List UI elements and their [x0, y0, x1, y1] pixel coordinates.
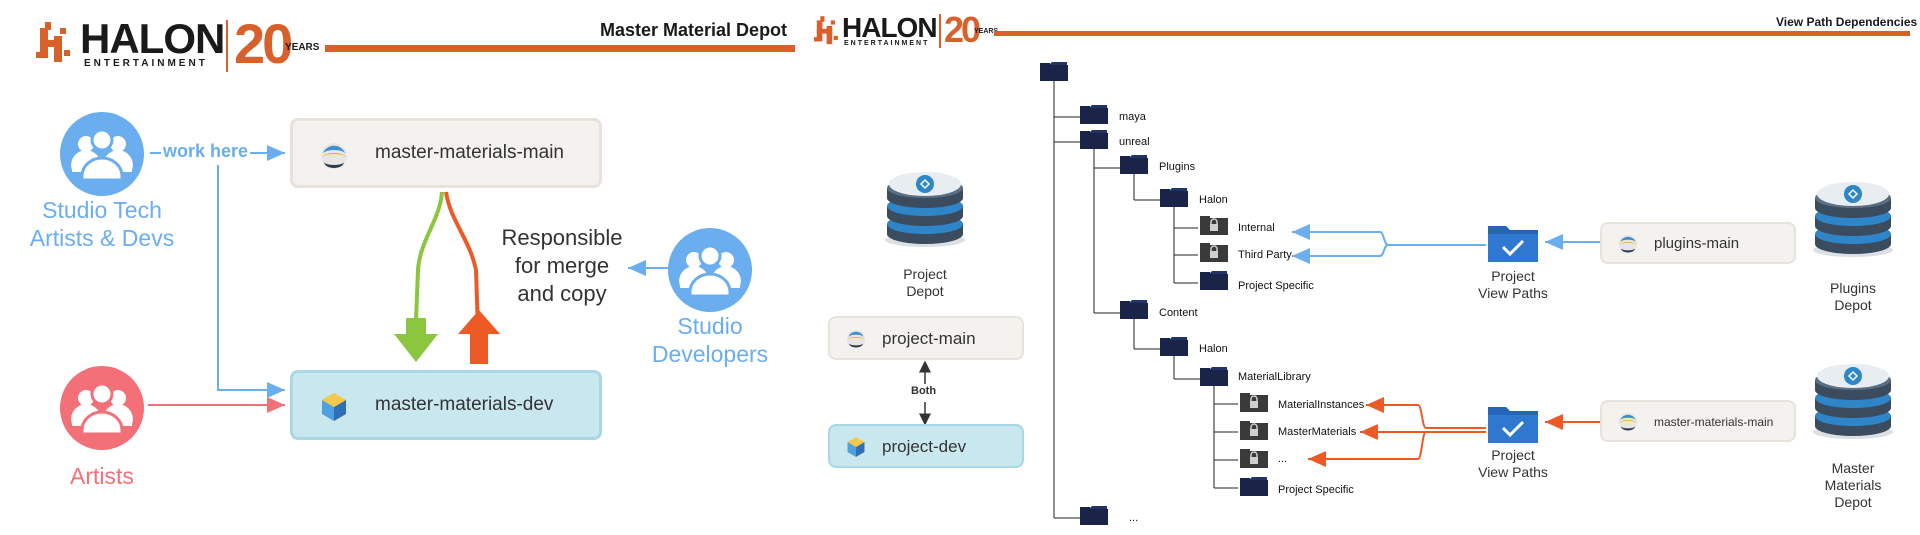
left-connectors	[148, 145, 670, 413]
tree-label-project-specific: Project Specific	[1238, 280, 1314, 292]
logo-anniversary: 20	[944, 9, 981, 50]
tree-label-material-instances: MaterialInstances	[1278, 399, 1365, 411]
stream-dev-label: master-materials-dev	[375, 394, 554, 415]
responsibility-line3: and copy	[517, 281, 607, 306]
stream-project-main-label: project-main	[882, 329, 976, 348]
people-group-icon	[69, 128, 135, 182]
tree-label-maya: maya	[1119, 111, 1146, 123]
tree-label-halon: Halon	[1199, 194, 1228, 206]
view-paths-line1: Project	[1491, 447, 1535, 463]
checkmark-folder-icon	[1488, 407, 1538, 443]
master-materials-depot-database-icon	[1812, 363, 1894, 440]
project-depot-line1: Project	[903, 266, 947, 282]
view-paths-line2: View Paths	[1478, 285, 1548, 301]
right-panel: HALON ENTERTAINMENT 20 YEARS View Path D…	[810, 0, 1920, 535]
tree-label-third-party: Third Party	[1238, 249, 1292, 261]
stream-project-dev-label: project-dev	[882, 437, 967, 456]
perforce-icon	[1618, 412, 1638, 432]
tree-label-ellipsis: ...	[1278, 453, 1288, 465]
view-paths-line1: Project	[1491, 268, 1535, 284]
view-paths-label: Project View Paths	[1463, 268, 1563, 302]
stream-project-main: project-main	[828, 316, 1024, 360]
work-here-label: work here	[161, 141, 251, 162]
merge-down-curve	[414, 191, 444, 321]
project-depot-label: Project Depot	[870, 266, 980, 300]
plugins-depot-line2: Depot	[1834, 297, 1872, 313]
responsibility-line2: for merge	[514, 253, 610, 278]
project-depot-line2: Depot	[906, 283, 944, 299]
page-title: Master Material Depot	[600, 20, 788, 40]
stream-plugins-main-label: plugins-main	[1654, 235, 1740, 252]
plugins-depot-label: Plugins Depot	[1803, 280, 1903, 314]
logo-subtitle: ENTERTAINMENT	[84, 58, 208, 69]
helix-swarm-icon	[322, 393, 346, 421]
logo-divider	[939, 14, 941, 48]
developers-avatar	[668, 228, 752, 312]
master-materials-depot-label: Master Materials Depot	[1803, 460, 1903, 511]
view-paths-line2: View Paths	[1478, 464, 1548, 480]
stream-master-materials-main-label: master-materials-main	[1654, 415, 1774, 429]
plugins-depot-database-icon	[1812, 181, 1894, 258]
perforce-icon	[321, 143, 347, 169]
tree-label-halon: Halon	[1199, 343, 1228, 355]
logo-years: YEARS	[974, 28, 999, 35]
logo-wordmark: HALON	[80, 15, 225, 62]
plugins-depot-line1: Plugins	[1830, 280, 1876, 296]
both-label: Both	[911, 385, 937, 397]
people-group-icon	[677, 244, 743, 298]
both-connector	[919, 360, 931, 426]
tree-label-internal: Internal	[1238, 222, 1275, 234]
logo-years: YEARS	[285, 42, 320, 53]
copy-up-curve	[444, 191, 480, 331]
mm-depot-line3: Depot	[1834, 494, 1872, 510]
stream-master-materials-main: master-materials-main	[290, 118, 602, 188]
left-panel: HALON ENTERTAINMENT 20 YEARS Master Mate…	[0, 0, 800, 535]
stream-master-materials-main: master-materials-main	[1600, 400, 1796, 442]
tech-artists-label: Studio Tech Artists & Devs	[8, 196, 196, 252]
logo-divider	[226, 20, 228, 72]
tech-artists-avatar	[60, 112, 144, 196]
tech-artists-line2: Artists & Devs	[29, 225, 175, 251]
merge-down-arrowhead	[394, 318, 438, 362]
checkmark-folder-icon	[1488, 226, 1538, 262]
mm-depot-line1: Master	[1831, 460, 1875, 476]
people-group-icon	[69, 382, 135, 436]
stream-main-label: master-materials-main	[375, 142, 564, 163]
tree-connectors	[1053, 80, 1238, 519]
copy-up-arrowhead	[458, 310, 500, 364]
tech-to-dev-line	[217, 165, 285, 398]
view-path-arrows	[1292, 224, 1600, 467]
tree-label-material-library: MaterialLibrary	[1238, 371, 1311, 383]
view-paths-label: Project View Paths	[1463, 447, 1563, 481]
header-rule	[325, 45, 795, 52]
tree-label-project-specific: Project Specific	[1278, 484, 1354, 496]
perforce-icon	[1618, 234, 1638, 254]
stream-master-materials-dev: master-materials-dev	[290, 370, 602, 440]
responsibility-line1: Responsible	[501, 225, 623, 250]
page-title: View Path Dependencies	[1776, 15, 1918, 29]
stream-project-dev: project-dev	[828, 424, 1024, 468]
mm-depot-line2: Materials	[1824, 477, 1882, 493]
developers-line2: Developers	[651, 341, 769, 367]
tech-artists-line1: Studio Tech	[42, 197, 162, 223]
tree-label-unreal: unreal	[1119, 136, 1150, 148]
tree-label-content: Content	[1159, 307, 1198, 319]
developers-line1: Studio	[677, 313, 743, 339]
responsibility-note: Responsible for merge and copy	[486, 224, 638, 308]
logo-wordmark: HALON	[842, 12, 938, 43]
developers-label: Studio Developers	[630, 312, 790, 368]
tree-label-ellipsis: ...	[1129, 512, 1139, 524]
logo-anniversary: 20	[234, 12, 293, 75]
tree-label-plugins: Plugins	[1159, 161, 1196, 173]
tree-label-master-materials: MasterMaterials	[1278, 426, 1357, 438]
stream-plugins-main: plugins-main	[1600, 222, 1796, 264]
logo-subtitle: ENTERTAINMENT	[844, 40, 930, 47]
artists-label: Artists	[70, 463, 134, 489]
artists-avatar	[60, 366, 144, 450]
header-rule	[994, 31, 1910, 36]
